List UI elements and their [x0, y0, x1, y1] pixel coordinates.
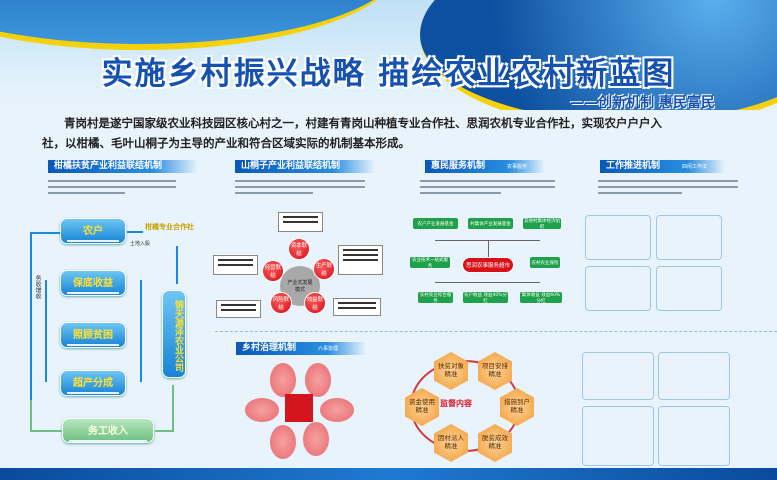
- hex-item: 因村派人精准: [434, 424, 468, 462]
- node-production: 生产联结: [313, 258, 335, 280]
- hex-item: 资金使用精准: [405, 388, 439, 426]
- service-right-box: 农村农业保险: [530, 257, 560, 268]
- service-top-box: 农户产业发展基金: [413, 218, 458, 229]
- coop-label: 柑橘专业合作社: [145, 223, 194, 231]
- photo-frame: [656, 215, 722, 260]
- wave-decoration: [420, 0, 777, 110]
- hex-item: 扶贫对象精准: [434, 352, 468, 390]
- petal: [270, 425, 296, 459]
- arrow: [140, 280, 142, 382]
- photo-frame: [658, 406, 730, 466]
- petal: [303, 422, 329, 456]
- seal-stamp: [285, 394, 313, 422]
- section-header-work: 工作推进机制 四闲工作法: [600, 160, 725, 173]
- labor-income-box: 务工收入: [62, 418, 154, 443]
- arrow: [176, 246, 178, 284]
- arrow: [30, 232, 60, 234]
- section-title: 乡村治理机制: [242, 343, 297, 353]
- farmer-box: 农户: [60, 218, 126, 244]
- service-center-pill: 思润农事服务超市: [462, 257, 514, 273]
- section-tag: 六事协理: [318, 346, 339, 352]
- hex-item: 措施到户精准: [500, 388, 534, 426]
- service-description: [420, 180, 555, 198]
- intro-line-2: 社，以柑橘、毛叶山桐子为主导的产业和符合区域实际的机制基本形成。: [42, 136, 410, 150]
- section-tag: 农事服务: [507, 164, 528, 170]
- supervision-center: 监督内容: [440, 399, 472, 408]
- photo-frame: [656, 266, 722, 311]
- info-card: [338, 245, 383, 275]
- arrow: [45, 280, 47, 382]
- divider: [215, 331, 777, 332]
- arrow: [155, 430, 174, 432]
- income-label: 务收增收: [34, 275, 41, 299]
- header-banner: [0, 0, 777, 110]
- service-top-box: 村集体产业发展基金: [468, 218, 513, 229]
- service-bottom-box: 农村农业综合服务: [418, 292, 453, 304]
- wave-decoration: [0, 0, 400, 50]
- petal: [305, 363, 331, 397]
- hex-item: 脱贫成效精准: [478, 424, 512, 462]
- footer-bar: [0, 468, 777, 480]
- service-bottom-box: 农户收益 效益40%分红: [463, 292, 508, 304]
- info-card: [278, 212, 323, 232]
- service-left-box: 农业技术一站式服务: [410, 257, 450, 269]
- work-description: [598, 180, 738, 198]
- section-header-citrus: 柑橘扶贫产业利益联结机制: [48, 160, 198, 173]
- section-header-tung: 山桐子产业利益联结机制: [235, 160, 375, 173]
- company-box: 锦天源泽农业公司: [162, 290, 186, 378]
- node-capital: 资本联结: [288, 238, 310, 260]
- petal: [320, 398, 354, 422]
- section-title: 柑橘扶贫产业利益联结机制: [54, 161, 163, 171]
- section-title: 惠民服务机制: [431, 161, 486, 171]
- connector: [435, 282, 540, 283]
- flow-box-guaranteed: 保底收益: [60, 270, 126, 296]
- land-label: 土地入股: [130, 241, 151, 247]
- photo-frame: [582, 406, 654, 466]
- flow-box-excess: 超产分成: [60, 370, 126, 396]
- info-card: [333, 298, 381, 316]
- connector: [435, 240, 540, 241]
- photo-frame: [585, 215, 651, 260]
- arrow: [30, 232, 32, 400]
- arrow: [30, 400, 32, 430]
- petal: [270, 363, 296, 397]
- section-header-service: 惠民服务机制 农事服务: [425, 160, 545, 173]
- petal: [245, 398, 279, 422]
- section-title: 工作推进机制: [606, 161, 661, 171]
- service-bottom-box: 集体收益 效益60%分红: [520, 292, 562, 304]
- tung-description: [235, 180, 365, 198]
- flow-box-poor: 照顾贫困: [60, 322, 126, 348]
- connector: [488, 240, 489, 258]
- page-title: 实施乡村振兴战略 描绘农业农村新蓝图: [101, 56, 676, 92]
- node-operation: 经营联结: [262, 260, 284, 282]
- arrow: [127, 231, 143, 233]
- arrow: [30, 430, 62, 432]
- photo-frame: [582, 352, 654, 400]
- arrow: [172, 385, 174, 430]
- photo-frame: [658, 352, 730, 400]
- section-title: 山桐子产业利益联结机制: [241, 161, 341, 171]
- hex-item: 项目安排精准: [478, 352, 512, 390]
- section-header-governance: 乡村治理机制 六事协理: [236, 342, 366, 355]
- node-risk: 风险联结: [270, 292, 292, 314]
- service-top-box: 其他村集体经济组织: [523, 218, 561, 230]
- photo-frame: [585, 266, 651, 311]
- page-subtitle: ——创新机制 惠民富民: [570, 95, 715, 111]
- info-card: [216, 300, 261, 318]
- intro-line-1: 青岗村是遂宁国家级农业科技园区核心村之一，村建有青岗山种植专业合作社、思润农机专…: [64, 116, 662, 130]
- node-benefit: 效益联结: [304, 292, 326, 314]
- citrus-description: [48, 180, 176, 198]
- info-card: [213, 255, 258, 275]
- section-tag: 四闲工作法: [682, 164, 708, 170]
